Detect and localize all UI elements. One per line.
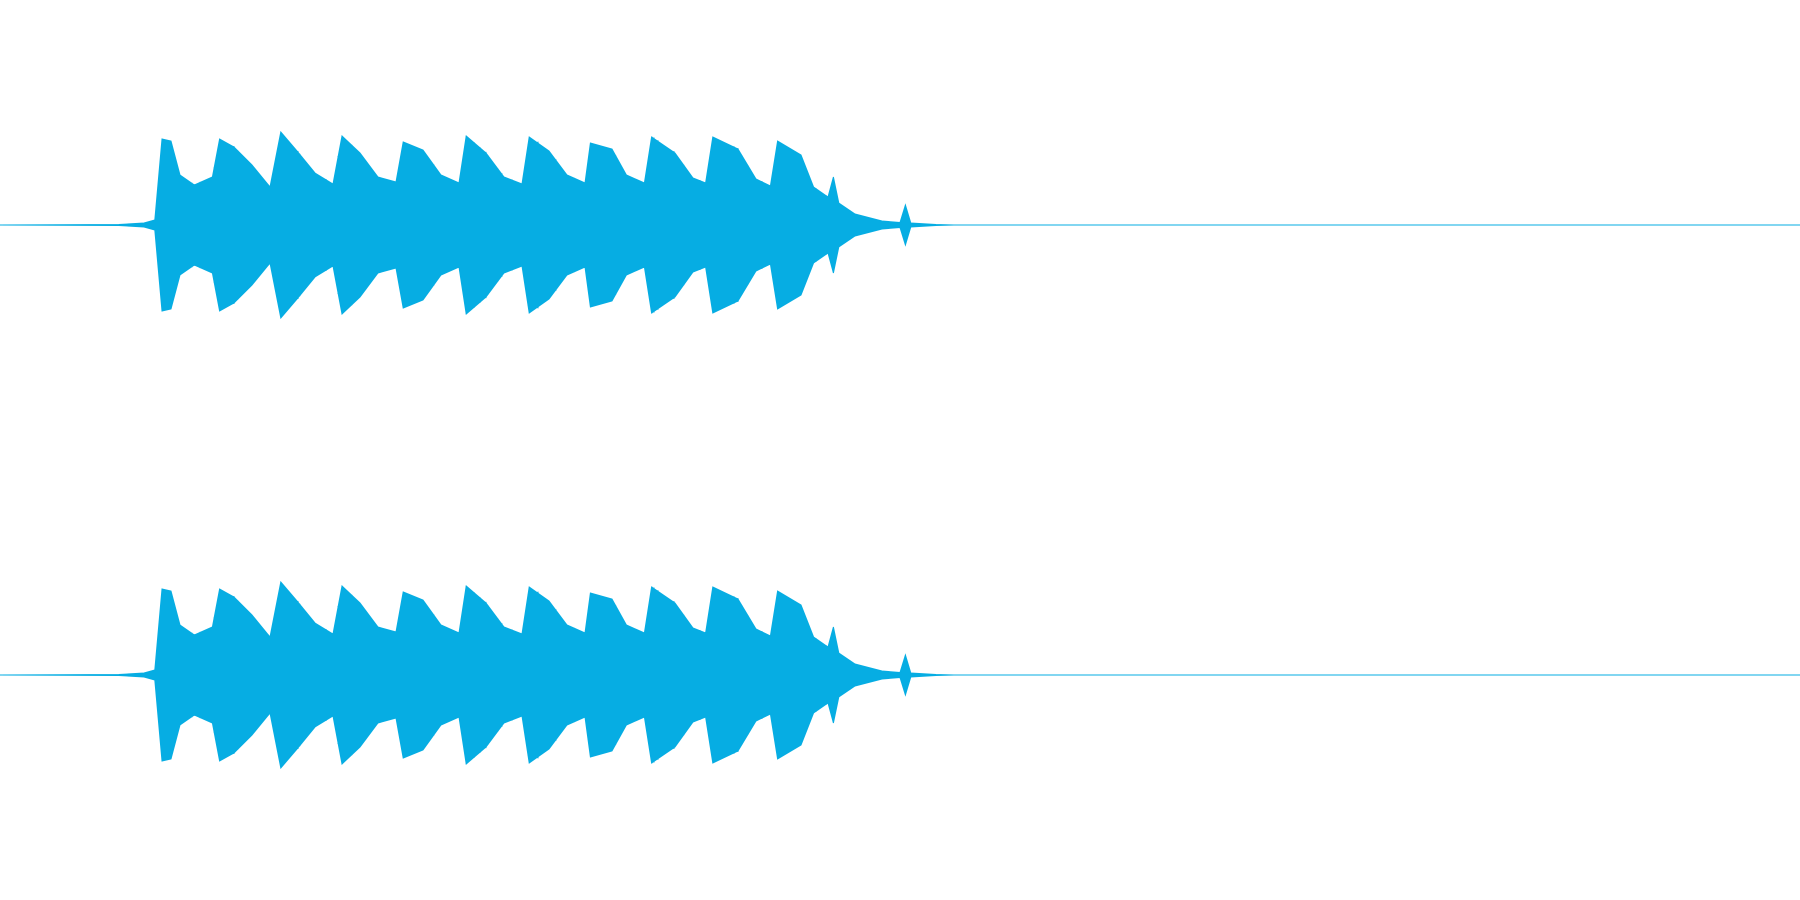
waveform-channel-left [0, 130, 1800, 320]
waveform-spikes [147, 135, 911, 315]
waveform-spikes [147, 585, 911, 765]
waveform-channel-right [0, 580, 1800, 770]
